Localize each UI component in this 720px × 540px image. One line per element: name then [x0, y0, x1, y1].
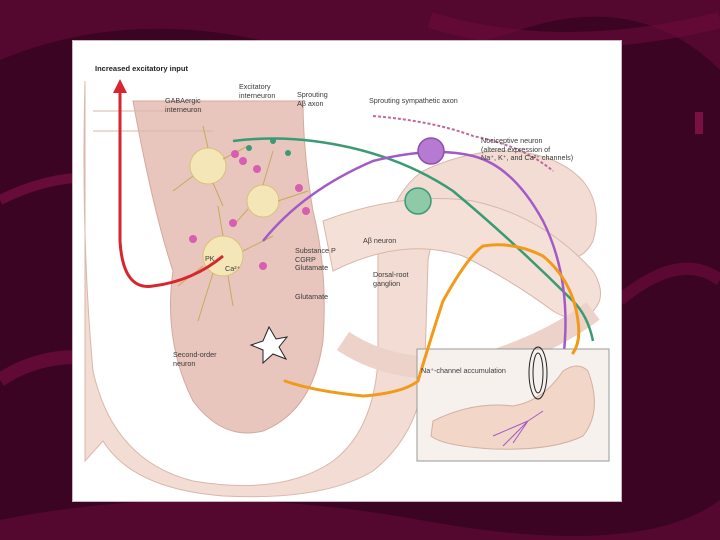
- sprouting-ab-axon-label: Sprouting Aβ axon: [297, 90, 328, 108]
- gaba-interneuron-label: GABAergic interneuron: [165, 96, 202, 114]
- na-channel-label: Na⁺-channel accumulation: [421, 366, 506, 375]
- arrow-up-icon: [113, 79, 127, 93]
- nociceptive-neuron-label: Nociceptive neuron (altered expression o…: [481, 136, 574, 162]
- spinal-cord-diagram: [83, 79, 610, 498]
- pk-label: PK: [205, 254, 215, 263]
- sympathetic-axon: [372, 115, 554, 172]
- second-order-neuron-label: Second-order neuron: [173, 350, 217, 368]
- ab-neuron-label: Aβ neuron: [363, 236, 397, 245]
- background-accent: [695, 112, 703, 134]
- sympathetic-axon-label: Sprouting sympathetic axon: [369, 96, 458, 105]
- synaptic-terminals: [189, 150, 310, 270]
- pain-pathway-figure: Increased excitatory input GABAergic int…: [72, 40, 622, 502]
- nerve-endings: [492, 410, 544, 447]
- calcium-label: Ca²⁺: [225, 264, 241, 273]
- header-label: Increased excitatory input: [95, 64, 188, 73]
- dorsal-root: [322, 198, 601, 319]
- excitatory-interneuron-label: Excitatory interneuron: [239, 82, 276, 100]
- ellipse-annotation: [528, 346, 548, 400]
- drg-label: Dorsal-root ganglion: [373, 270, 409, 288]
- orange-annotation-path: [283, 243, 581, 398]
- background-wave: [616, 262, 720, 305]
- background-wave: [0, 0, 720, 70]
- ab-neuron-cell: [404, 187, 432, 215]
- excitatory-pathway: [118, 86, 224, 288]
- nociceptive-neuron-cell: [417, 137, 445, 165]
- background-wave: [0, 500, 720, 540]
- substance-label: Substance P CGRP Glutamate: [295, 246, 336, 272]
- spinal-cord-outline: [83, 80, 597, 498]
- green-terminals: [246, 138, 291, 156]
- foot-shape: [430, 365, 595, 450]
- glutamate-label: Glutamate: [295, 292, 329, 301]
- star-marker: [249, 325, 289, 365]
